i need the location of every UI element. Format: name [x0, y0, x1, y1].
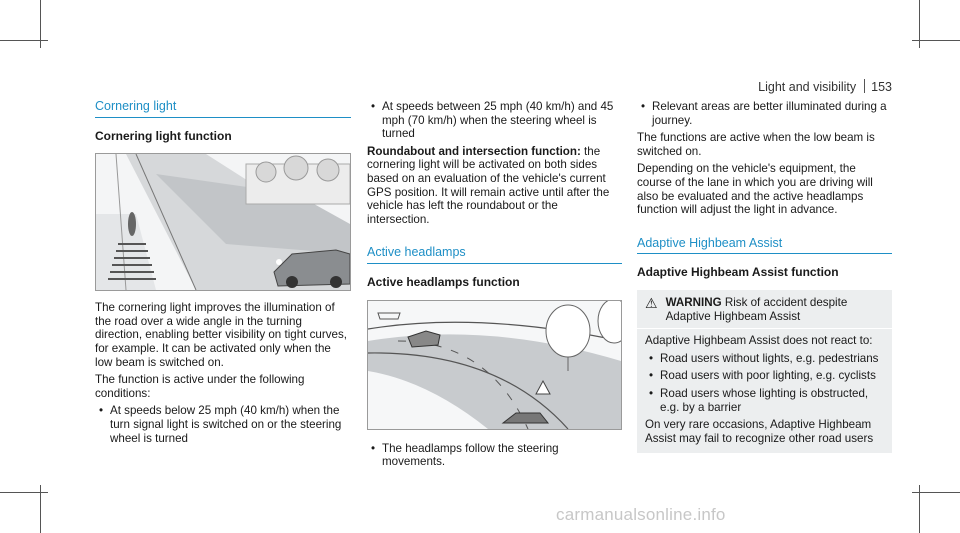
warning-text: Risk of accident despite Adaptive Highbe… [665, 295, 848, 323]
paragraph-roundabout: Roundabout and intersection function: th… [367, 145, 622, 227]
column-1: Cornering light Cornering light function [95, 99, 351, 449]
header-divider [864, 79, 866, 93]
warning-intro: Adaptive Highbeam Assist does not react … [645, 334, 873, 348]
crop-mark [919, 485, 920, 533]
list-item: At speeds below 25 mph (40 km/h) when th… [95, 404, 351, 445]
warning-body: Adaptive Highbeam Assist does not react … [637, 329, 892, 453]
warning-box: ⚠ WARNING Risk of accident despite Adapt… [637, 289, 892, 454]
header-section: Light and visibility [758, 80, 857, 94]
crop-mark [0, 492, 48, 493]
list-item: Road users without lights, e.g. pedestri… [645, 352, 884, 366]
warning-triangle-icon: ⚠ [645, 294, 658, 311]
warning-title: WARNING Risk of accident despite Adaptiv… [666, 296, 884, 323]
list-item: Road users whose lighting is obstructed,… [645, 387, 884, 414]
paragraph: The function is active under the followi… [95, 373, 305, 400]
paragraph: The functions are active when the low be… [637, 131, 875, 158]
crop-mark [40, 485, 41, 533]
crop-mark [0, 40, 48, 41]
crop-mark [912, 492, 960, 493]
list-item: Road users with poor lighting, e.g. cycl… [645, 369, 884, 383]
crop-mark [912, 40, 960, 41]
section-title-highbeam: Adaptive Highbeam Assist [637, 236, 892, 255]
watermark-text: carmanualsonline.info [556, 505, 726, 524]
paragraph: Depending on the vehicle's equipment, th… [637, 162, 873, 217]
warning-label: WARNING [665, 295, 722, 309]
column-3: Relevant areas are better illuminated du… [637, 100, 892, 454]
section-title-active-headlamps: Active headlamps [367, 246, 622, 264]
roundabout-label: Roundabout and intersection function: [367, 144, 581, 158]
roundabout-text: the cornering light will be activated on… [367, 144, 610, 226]
paragraph: The cornering light improves the illumin… [95, 301, 347, 369]
subtitle-highbeam-function: Adaptive Highbeam Assist function [637, 265, 839, 280]
subtitle-cornering-function: Cornering light function [95, 128, 232, 143]
section-title-cornering: Cornering light [95, 99, 351, 118]
page-number: 153 [871, 80, 892, 94]
active-headlamps-illustration [367, 299, 622, 430]
list-item: Relevant areas are better illuminated du… [637, 100, 892, 127]
list-item: The headlamps follow the steering moveme… [367, 442, 622, 469]
cornering-light-illustration [95, 153, 351, 292]
crop-mark [919, 0, 920, 48]
warning-tail: On very rare occasions, Adaptive Highbea… [645, 418, 874, 445]
subtitle-active-headlamps-function: Active headlamps function [367, 274, 520, 289]
running-header: Light and visibility 153 [758, 79, 892, 94]
list-item: At speeds between 25 mph (40 km/h) and 4… [367, 100, 622, 141]
column-2: At speeds between 25 mph (40 km/h) and 4… [367, 100, 622, 473]
warning-header: ⚠ WARNING Risk of accident despite Adapt… [637, 290, 892, 330]
crop-mark [40, 0, 41, 48]
